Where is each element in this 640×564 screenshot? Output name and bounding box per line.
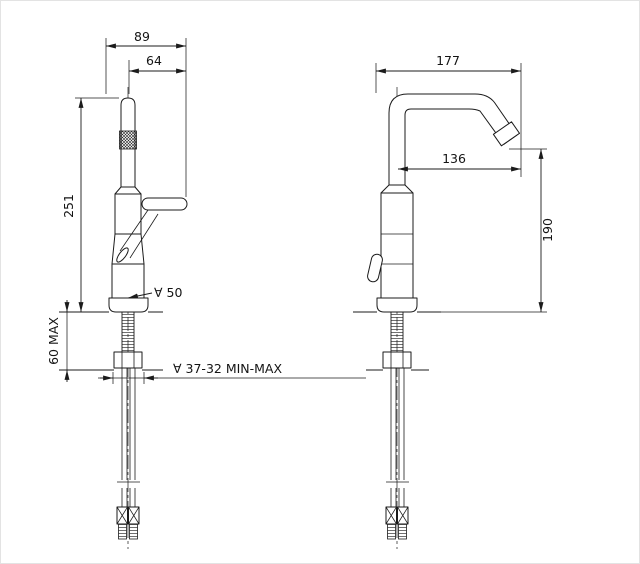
front-supply-hoses: [116, 368, 140, 540]
front-shoulder: [114, 186, 142, 195]
dim-label-outlet-height: 190: [540, 218, 555, 242]
side-aerator-collar: [492, 121, 520, 147]
hose-threaded-tip: [387, 523, 396, 540]
front-lever-neck-line: [119, 209, 149, 252]
side-shoulder: [380, 184, 414, 194]
front-threaded-shank: [121, 311, 135, 353]
connector-hatch: [128, 506, 140, 525]
side-lever-tip: [367, 253, 383, 283]
side-threaded-shank: [390, 311, 404, 353]
front-aerator-band: [119, 130, 137, 150]
side-supply-hoses: [385, 368, 409, 540]
hose-threaded-tip: [129, 523, 138, 540]
front-upper-body: [114, 193, 142, 235]
front-mounting-nut: [113, 351, 143, 369]
dim-label-hole-diameter: ∀ 37-32 MIN-MAX: [173, 361, 282, 376]
dim-label-height: 251: [61, 194, 76, 218]
front-lever-joint: [116, 247, 129, 263]
connector-hatch: [385, 506, 397, 525]
dim-label-deck: 60 MAX: [46, 317, 61, 365]
side-view: 177 136 190: [353, 53, 555, 549]
dim-label-reach: 136: [442, 151, 466, 166]
side-mounting-nut: [382, 351, 412, 369]
side-dimensions: 177 136 190: [375, 53, 555, 313]
front-lever-neck-line: [129, 213, 159, 259]
front-view: 89 64 251 60 MAX ∀ 50 ∀ 37-32 MIN-MAX: [46, 29, 366, 549]
front-dimensions: 89 64 251 60 MAX ∀ 50 ∀ 37-32 MIN-MAX: [46, 29, 366, 384]
dim-label-spout-to-handle: 64: [146, 53, 162, 68]
hose-threaded-tip: [118, 523, 127, 540]
dim-label-depth: 177: [436, 53, 460, 68]
connector-hatch: [397, 506, 409, 525]
front-base-flange: [108, 297, 149, 313]
connector-hatch: [116, 506, 128, 525]
front-lower-body: [111, 263, 145, 299]
dim-label-base-diameter: ∀ 50: [154, 285, 182, 300]
hose-threaded-tip: [398, 523, 407, 540]
side-base-flange: [376, 297, 418, 313]
front-lever-handle: [141, 197, 188, 211]
leader-base-diameter: [127, 292, 153, 299]
side-body: [380, 192, 414, 299]
dim-label-total-width: 89: [134, 29, 150, 44]
